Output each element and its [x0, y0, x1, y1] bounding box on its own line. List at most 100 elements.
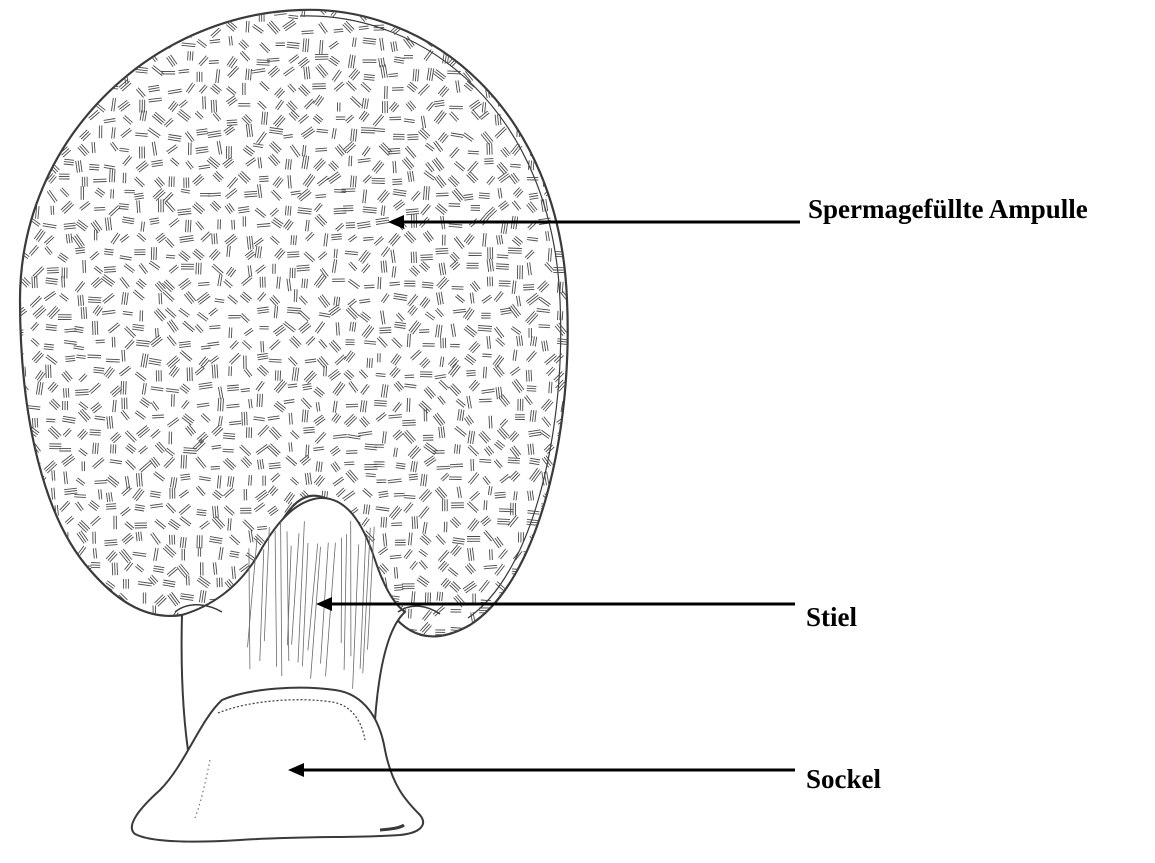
hatch-stroke	[100, 83, 101, 94]
hatch-stroke	[22, 143, 29, 150]
hatch-stroke	[452, 289, 464, 290]
hatch-stroke	[570, 8, 578, 15]
hatch-stroke	[481, 621, 490, 632]
hatch-stroke	[33, 87, 45, 88]
hatch-stroke	[564, 458, 566, 470]
hatch-stroke	[571, 456, 579, 466]
hatch-stroke	[361, 128, 375, 129]
hatch-stroke	[498, 56, 499, 69]
hatch-stroke	[227, 8, 228, 18]
hatch-stroke	[20, 172, 30, 181]
hatch-stroke	[570, 150, 577, 156]
hatch-stroke	[471, 459, 472, 471]
hatch-stroke	[408, 139, 419, 140]
hatch-stroke	[573, 383, 579, 391]
hatch-stroke	[510, 41, 517, 51]
hatch-stroke	[32, 418, 33, 428]
hatch-stroke	[34, 570, 46, 571]
hatch-stroke	[74, 622, 84, 632]
hatch-stroke	[23, 89, 30, 95]
hatch-stroke	[407, 398, 408, 412]
hatch-stroke	[20, 34, 22, 46]
hatch-stroke	[560, 207, 567, 216]
hatch-stroke	[22, 609, 28, 617]
hatch-stroke	[66, 388, 67, 397]
hatch-stroke	[324, 366, 325, 376]
hatch-stroke	[77, 99, 86, 108]
hatch-stroke	[94, 210, 105, 211]
hatch-stroke	[38, 536, 40, 549]
hatch-stroke	[559, 162, 569, 169]
hatch-stroke	[523, 287, 534, 288]
label-spermagefuellte-ampulle: Spermagefüllte Ampulle	[808, 196, 1088, 223]
hatch-stroke	[20, 53, 28, 63]
hatch-stroke	[559, 491, 566, 500]
hatch-stroke	[66, 58, 67, 67]
hatch-stroke	[219, 10, 221, 21]
hatch-stroke	[561, 564, 568, 571]
hatch-stroke	[95, 321, 96, 335]
hatch-stroke	[528, 67, 536, 76]
hatch-stroke	[492, 549, 493, 560]
hatch-stroke	[93, 13, 104, 15]
hatch-stroke	[559, 608, 568, 618]
hatch-stroke	[50, 39, 51, 49]
hatch-stroke	[79, 83, 87, 89]
hatch-stroke	[391, 525, 402, 526]
hatch-stroke	[35, 23, 44, 30]
hatch-stroke	[543, 38, 551, 45]
hatch-stroke	[508, 253, 522, 254]
hatch-stroke	[34, 276, 35, 288]
hatch-stroke	[31, 595, 38, 603]
hatch-stroke	[560, 28, 561, 38]
hatch-stroke	[349, 156, 350, 167]
hatch-stroke	[497, 521, 510, 522]
hatch-stroke	[540, 24, 549, 31]
hatch-stroke	[540, 54, 550, 61]
hatch-stroke	[516, 607, 522, 615]
label-stiel: Stiel	[806, 604, 857, 631]
hatch-stroke	[573, 458, 581, 468]
hatch-stroke	[577, 404, 585, 413]
hatch-stroke	[545, 528, 547, 542]
hatch-stroke	[346, 227, 355, 228]
hatch-stroke	[19, 461, 25, 468]
hatch-stroke	[17, 584, 25, 590]
hatch-stroke	[186, 455, 187, 469]
hatch-stroke	[35, 504, 46, 512]
hatch-stroke	[546, 68, 547, 77]
hatch-stroke	[15, 69, 25, 70]
hatch-stroke	[440, 37, 442, 47]
hatch-stroke	[545, 40, 553, 47]
hatch-stroke	[203, 96, 204, 109]
hatch-stroke	[555, 256, 569, 257]
hatch-stroke	[575, 37, 584, 46]
hatch-stroke	[485, 163, 494, 164]
hatch-stroke	[77, 11, 84, 20]
hatch-stroke	[18, 491, 27, 498]
hatch-stroke	[153, 39, 161, 48]
hatch-stroke	[563, 236, 564, 249]
hatch-stroke	[569, 474, 582, 475]
hatch-stroke	[389, 10, 398, 11]
hatch-stroke	[380, 332, 392, 333]
hatch-stroke	[20, 610, 26, 618]
hatch-stroke	[31, 119, 41, 120]
hatch-stroke	[557, 179, 570, 181]
hatch-stroke	[466, 6, 475, 15]
hatch-stroke	[18, 147, 25, 154]
hatch-stroke	[123, 381, 124, 394]
hatch-stroke	[37, 21, 46, 28]
hatch-stroke	[94, 55, 101, 61]
hatch-stroke	[436, 193, 448, 194]
hatch-stroke	[557, 113, 569, 114]
hatch-stroke	[34, 537, 36, 550]
hatch-stroke	[244, 412, 245, 426]
hatch-stroke	[559, 36, 560, 49]
hatch-stroke	[80, 57, 93, 59]
hatch-stroke	[74, 604, 84, 606]
hatch-stroke	[512, 40, 519, 50]
hatch-stroke	[550, 551, 551, 562]
hatch-stroke	[545, 133, 547, 143]
hatch-stroke	[361, 133, 375, 134]
